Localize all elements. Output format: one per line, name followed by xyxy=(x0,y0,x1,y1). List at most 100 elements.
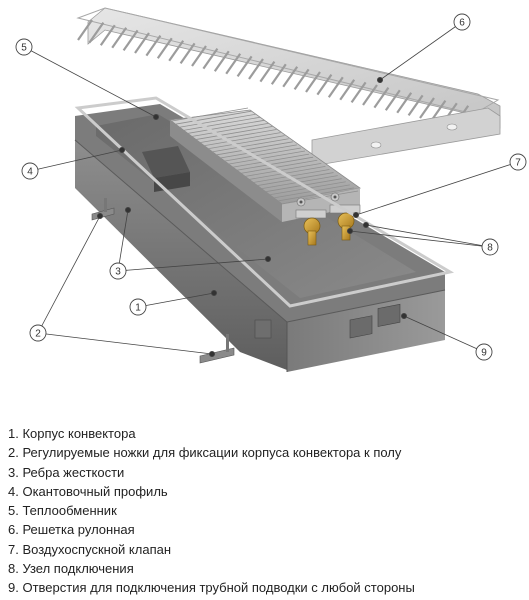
leader-line xyxy=(403,315,485,353)
fin-line xyxy=(253,169,330,183)
fin-line xyxy=(277,187,354,202)
grate-bar xyxy=(88,21,105,44)
legend-list: 1. Корпус конвектора 2. Регулируемые нож… xyxy=(8,424,523,598)
grate-bar xyxy=(259,60,276,83)
callout-circle xyxy=(453,13,471,31)
leader-line xyxy=(117,209,129,272)
legend-item-8: 8. Узел подключения xyxy=(8,561,134,577)
callout-circle xyxy=(15,38,33,56)
fin-line xyxy=(180,113,257,128)
callout-number: 4 xyxy=(27,167,33,178)
leader-dot xyxy=(152,114,159,121)
callout-9: 9 xyxy=(475,343,493,361)
callout-6: 6 xyxy=(453,13,471,31)
callout-3: 3 xyxy=(109,262,127,280)
callout-circle xyxy=(475,343,493,361)
grate-bar xyxy=(350,81,367,104)
callout-circle xyxy=(481,238,499,256)
callout-4: 4 xyxy=(21,162,39,180)
grate-bar xyxy=(373,86,390,109)
grate-bar xyxy=(396,92,413,114)
callout-number: 9 xyxy=(481,348,487,359)
fin-line xyxy=(200,129,277,143)
callout-number: 3 xyxy=(115,267,121,278)
callout-badges: 1 2 3 4 5 6 7 8 9 xyxy=(15,13,527,361)
leader-dot xyxy=(400,312,407,319)
leader-dot xyxy=(264,255,271,262)
fin-line xyxy=(184,116,261,131)
callout-number: 5 xyxy=(21,43,27,54)
callout-circle xyxy=(29,324,47,342)
leader-dot xyxy=(125,206,132,213)
callout-number: 8 xyxy=(487,243,493,254)
fin-line xyxy=(171,107,249,122)
convector-diagram: 1 2 3 4 5 6 7 8 9 xyxy=(15,7,527,372)
legend-item-3: 3. Ребра жесткости xyxy=(8,464,125,480)
legend-item-2: 2. Регулируемые ножки для фиксации корпу… xyxy=(8,445,402,461)
grate-bar xyxy=(362,84,378,106)
grate-bar xyxy=(191,45,207,67)
callout-number: 6 xyxy=(459,18,465,29)
leader-dot xyxy=(97,212,104,219)
fin-line xyxy=(212,138,289,153)
callout-circle xyxy=(509,153,527,171)
callout-number: 1 xyxy=(135,303,141,314)
legend-item-1: 1. Корпус конвектора xyxy=(8,426,136,441)
leader-dot xyxy=(208,350,215,357)
leader-line xyxy=(29,149,123,172)
grate-bar xyxy=(339,79,356,101)
leader-line xyxy=(37,215,101,334)
callout-2: 2 xyxy=(29,324,47,342)
fin-line xyxy=(249,166,326,180)
fin-line xyxy=(245,162,322,177)
callout-5: 5 xyxy=(15,38,33,56)
grate-bar xyxy=(282,66,299,88)
fin-line xyxy=(192,122,269,137)
grate-bar xyxy=(77,19,93,41)
grate-bar xyxy=(122,29,139,52)
callout-8: 8 xyxy=(481,238,499,256)
callout-7: 7 xyxy=(509,153,527,171)
leader-dot xyxy=(362,221,369,228)
legend-item-7: 7. Воздухоспускной клапан xyxy=(8,541,172,557)
grate-bar xyxy=(236,55,253,78)
fin-line xyxy=(228,150,306,165)
grate-bar xyxy=(179,42,196,65)
fin-line xyxy=(241,159,318,174)
leader-lines xyxy=(23,21,519,357)
grate-bar xyxy=(156,37,173,59)
leader-dot xyxy=(346,227,353,234)
grate-bar xyxy=(419,97,435,119)
leader-dot xyxy=(376,77,383,84)
grate-bar xyxy=(270,63,287,85)
grate-bar xyxy=(430,99,447,122)
callout-1: 1 xyxy=(129,298,147,316)
fin-line xyxy=(220,144,297,159)
grate-bar xyxy=(384,89,401,111)
grate-bar xyxy=(145,34,162,57)
fin-line xyxy=(233,153,310,168)
grate-bar xyxy=(168,40,185,62)
grate-bar xyxy=(248,58,264,80)
grate-bar xyxy=(225,53,242,75)
grate-bar xyxy=(305,71,321,93)
grate-bar xyxy=(111,27,128,49)
legend-item-4: 4. Окантовочный профиль xyxy=(8,483,168,499)
grate-bar xyxy=(202,47,219,70)
fin-line xyxy=(216,141,293,156)
grate-bar xyxy=(407,94,424,117)
leader-dot xyxy=(119,146,126,153)
callout-circle xyxy=(109,262,127,280)
callout-number: 7 xyxy=(515,158,521,169)
grate-bars xyxy=(77,19,470,127)
grate-bar xyxy=(134,32,150,54)
callout-number: 2 xyxy=(35,329,41,340)
fin-line xyxy=(224,147,302,162)
fin-line xyxy=(208,135,285,150)
legend-item-5: 5. Теплообменник xyxy=(8,503,117,519)
leader-dot xyxy=(352,211,359,218)
grate-bar xyxy=(99,24,116,46)
fin-line xyxy=(237,156,314,171)
callout-circle xyxy=(21,162,39,180)
